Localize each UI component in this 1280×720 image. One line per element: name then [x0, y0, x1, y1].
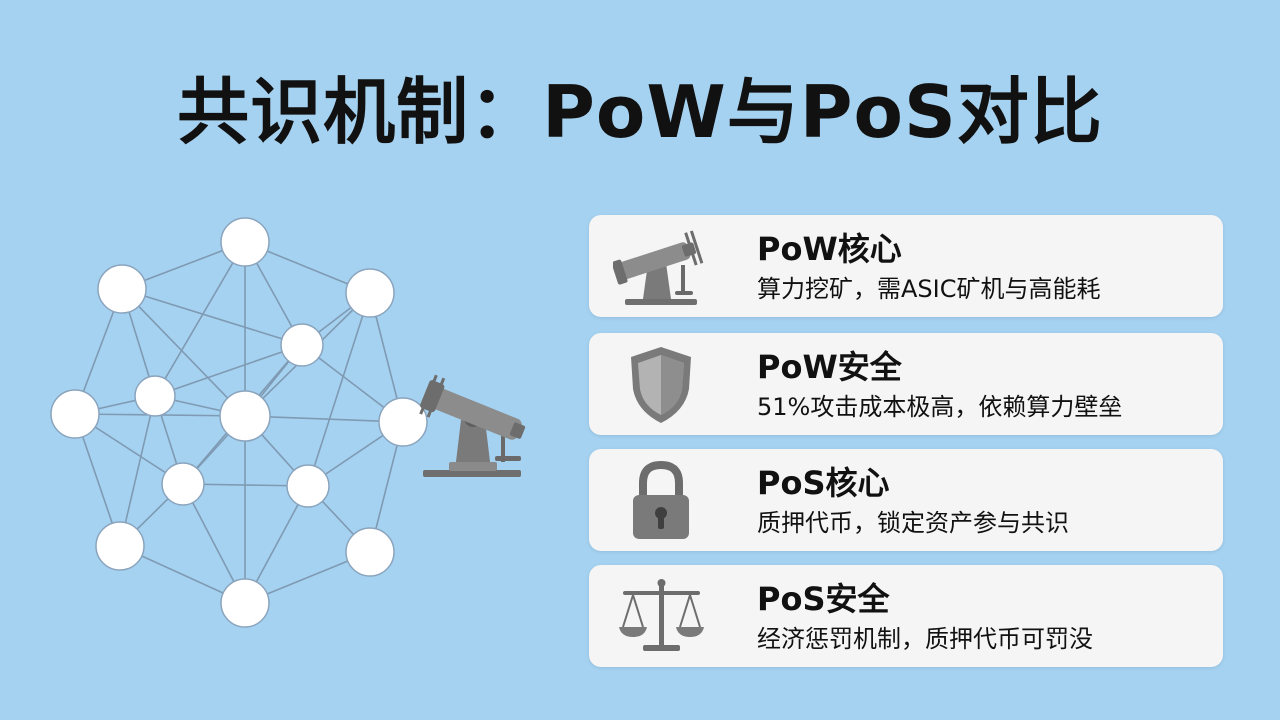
network-edge — [154, 241, 246, 397]
card-title: PoW核心 — [757, 230, 902, 268]
network-node — [220, 578, 270, 628]
card-description: 质押代币，锁定资产参与共识 — [757, 509, 1069, 537]
mining-rig-icon — [613, 225, 709, 307]
network-edge — [154, 344, 303, 397]
shield-icon — [613, 343, 709, 425]
card-title: PoS安全 — [757, 580, 890, 618]
network-edge — [121, 288, 303, 346]
network-node — [220, 217, 270, 267]
network-node — [345, 527, 395, 577]
network-edge — [119, 395, 156, 547]
network-node — [161, 462, 205, 506]
network-node — [345, 268, 395, 318]
network-node — [280, 323, 324, 367]
card-title: PoS核心 — [757, 464, 890, 502]
network-node — [219, 390, 271, 442]
card-title: PoW安全 — [757, 348, 902, 386]
card-description: 算力挖矿，需ASIC矿机与高能耗 — [757, 275, 1101, 303]
network-node — [134, 375, 176, 417]
network-diagram — [50, 217, 526, 628]
page-title: 共识机制：PoW与PoS对比 — [177, 70, 1103, 154]
network-node — [95, 521, 145, 571]
network-node — [50, 389, 100, 439]
card-description: 51%攻击成本极高，依赖算力壁垒 — [757, 393, 1123, 421]
balance-scale-icon — [613, 575, 709, 657]
network-node — [97, 264, 147, 314]
mining-rig-illustration — [419, 374, 526, 477]
network-nodes — [50, 217, 428, 628]
card-pos-core: PoS核心 质押代币，锁定资产参与共识 — [589, 449, 1223, 551]
network-edge — [121, 288, 246, 417]
network-node — [286, 464, 330, 508]
card-pow-core: PoW核心 算力挖矿，需ASIC矿机与高能耗 — [589, 215, 1223, 317]
network-edge — [307, 292, 371, 487]
card-pos-security: PoS安全 经济惩罚机制，质押代币可罚没 — [589, 565, 1223, 667]
padlock-icon — [613, 459, 709, 541]
card-pow-security: PoW安全 51%攻击成本极高，依赖算力壁垒 — [589, 333, 1223, 435]
network-node — [378, 397, 428, 447]
network-edge — [244, 415, 404, 423]
card-description: 经济惩罚机制，质押代币可罚没 — [757, 625, 1093, 653]
